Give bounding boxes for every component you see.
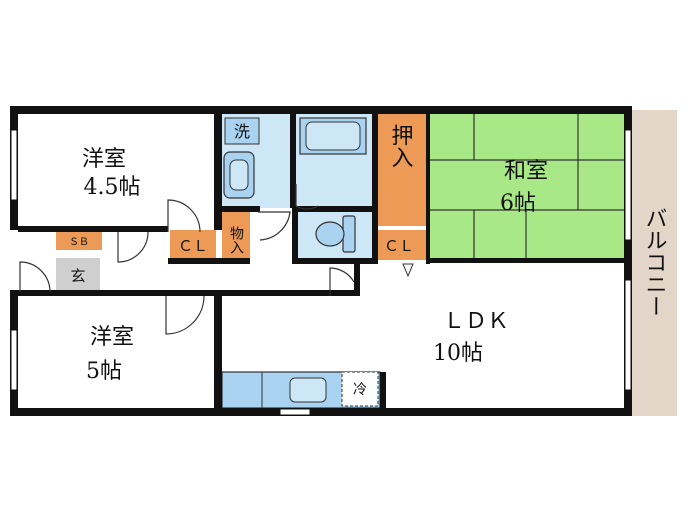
fridge-label: 冷 bbox=[353, 382, 367, 398]
closet-a-label: ＣＬ bbox=[178, 237, 208, 255]
toilet-icon bbox=[315, 215, 356, 253]
washer-box bbox=[224, 117, 260, 145]
oshiire-area bbox=[376, 114, 426, 226]
western-b-name: 洋室 bbox=[90, 325, 134, 350]
fridge-box bbox=[341, 371, 379, 407]
shoe-box-area bbox=[56, 232, 102, 250]
windows bbox=[10, 129, 632, 416]
western-a-name: 洋室 bbox=[82, 147, 126, 172]
washer-label: 洗 bbox=[234, 122, 250, 141]
closet-a-area bbox=[170, 230, 216, 260]
tatami-room-floor bbox=[428, 114, 628, 260]
storage-label: 物入 bbox=[228, 226, 244, 254]
oshiire-label: 押入 bbox=[388, 124, 414, 168]
door-swings bbox=[19, 184, 355, 335]
western-a-size: 4.5帖 bbox=[84, 175, 141, 200]
ldk-size: 10帖 bbox=[433, 341, 483, 366]
entrance-label: 玄 bbox=[70, 267, 85, 285]
balcony-label: バルコニー bbox=[642, 207, 667, 317]
balcony-area bbox=[630, 110, 677, 416]
japanese-size: 6帖 bbox=[500, 191, 536, 216]
closet-b-label: ＣＬ bbox=[384, 237, 414, 255]
japanese-name: 和室 bbox=[504, 159, 548, 184]
washbasin-bowl bbox=[229, 159, 249, 191]
ldk-name: ＬＤＫ bbox=[443, 309, 509, 334]
entrance-area bbox=[56, 258, 100, 292]
bathtub-inner bbox=[305, 121, 361, 151]
shoe-box-label: ＳＢ bbox=[69, 237, 89, 248]
entry-marker bbox=[402, 263, 414, 278]
storage-area bbox=[222, 212, 250, 260]
western-b-size: 5帖 bbox=[86, 359, 122, 384]
tatami-lines bbox=[428, 114, 628, 260]
closet-b-area bbox=[376, 230, 426, 260]
kitchen-sink bbox=[289, 377, 327, 403]
